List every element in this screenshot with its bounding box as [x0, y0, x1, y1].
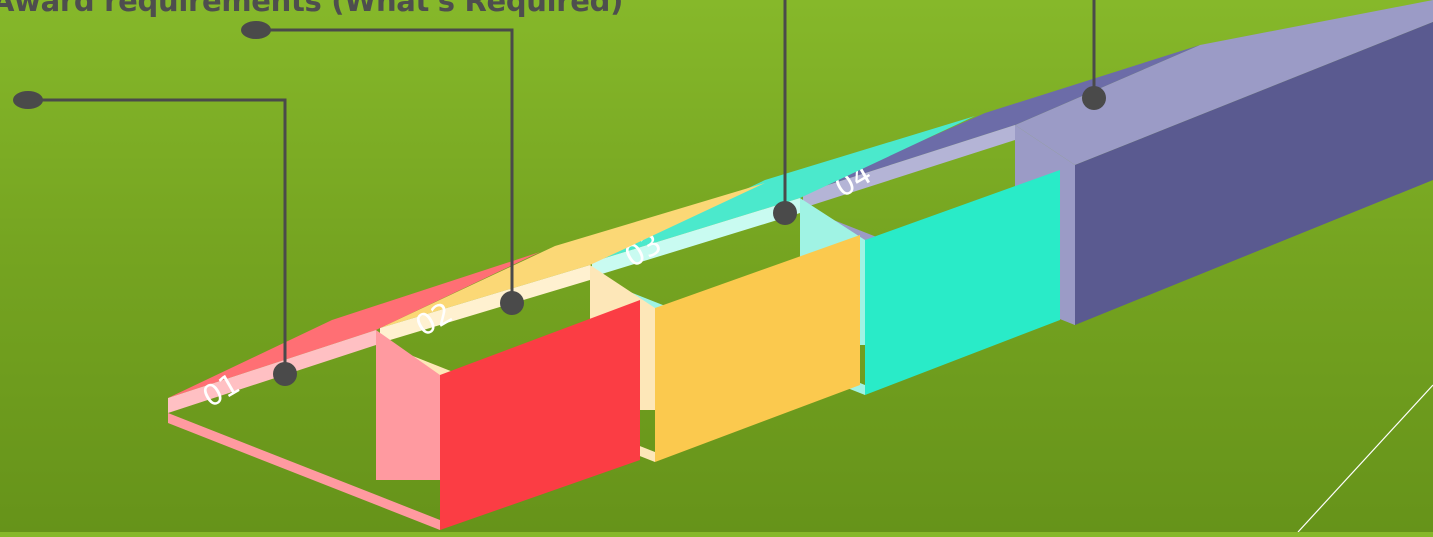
connector-line: [256, 28, 514, 303]
step-rim: [168, 330, 376, 413]
step-top-face: [803, 45, 1200, 193]
step-front-face: [1075, 22, 1433, 325]
step-01: 01: [168, 252, 640, 530]
award-requirements-heading: Award requirements (What's Required): [0, 0, 624, 18]
connector-01: [13, 91, 297, 386]
connector-02: [241, 21, 524, 315]
connector-dot: [500, 291, 524, 315]
step-rim: [592, 198, 800, 277]
step-rim: [803, 125, 1015, 208]
connector-dot: [773, 201, 797, 225]
step-rim-edge: [168, 413, 440, 530]
connector-line: [28, 98, 287, 374]
connector-04: [1082, 0, 1106, 110]
step-top-extension: [1015, 0, 1433, 165]
connector-end-dot: [13, 91, 43, 109]
step-04: 04: [803, 0, 1433, 325]
step-front-face: [655, 235, 860, 462]
step-front-face: [865, 170, 1060, 395]
step-front-face: [440, 300, 640, 530]
connector-dot: [273, 362, 297, 386]
connector-end-dot: [241, 21, 271, 39]
decorative-accent-line: [1297, 384, 1433, 533]
step-rim: [380, 265, 590, 343]
step-side-face: [376, 330, 440, 480]
step-top-face: [380, 183, 765, 328]
connector-dot: [1082, 86, 1106, 110]
step-top-face: [168, 252, 540, 398]
connector-03: [773, 0, 797, 225]
